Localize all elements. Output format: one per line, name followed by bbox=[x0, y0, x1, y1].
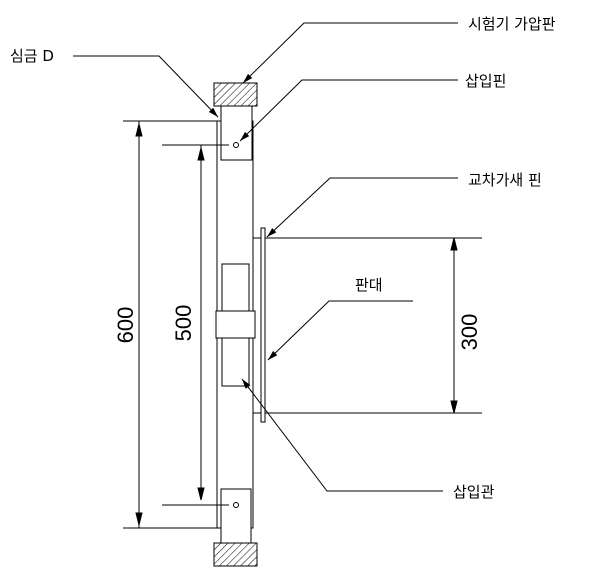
label-insert-tube: 삽입관 bbox=[453, 483, 495, 501]
side-plate bbox=[260, 227, 266, 423]
label-plate: 판대 bbox=[355, 276, 383, 294]
top-pin bbox=[233, 142, 239, 148]
leader-insert-tube bbox=[241, 378, 443, 492]
leader-plate bbox=[267, 300, 413, 361]
dimension-600 bbox=[123, 120, 217, 529]
label-insert-pin: 삽입핀 bbox=[465, 72, 506, 90]
bottom-core-block bbox=[220, 488, 252, 544]
dimension-300 bbox=[265, 237, 482, 414]
leader-insert-pin bbox=[239, 79, 458, 142]
dimension-text-600: 600 bbox=[113, 307, 138, 344]
clamp-band bbox=[215, 310, 256, 339]
label-cross-brace-pin: 교차가새 핀 bbox=[468, 171, 542, 189]
press-plate-top bbox=[213, 82, 258, 107]
leader-cross-brace-pin bbox=[266, 177, 458, 238]
press-plate-bottom bbox=[213, 542, 258, 567]
dimension-text-500: 500 bbox=[171, 305, 196, 342]
bottom-pin bbox=[233, 502, 239, 508]
dimension-text-300: 300 bbox=[457, 314, 482, 351]
leader-press-plate bbox=[242, 22, 458, 84]
leader-core-d bbox=[73, 55, 219, 118]
label-press-plate: 시험기 가압판 bbox=[468, 15, 556, 33]
dimension-500 bbox=[162, 144, 229, 506]
top-core-block bbox=[220, 105, 253, 161]
label-core-d: 심금 D bbox=[10, 47, 54, 65]
